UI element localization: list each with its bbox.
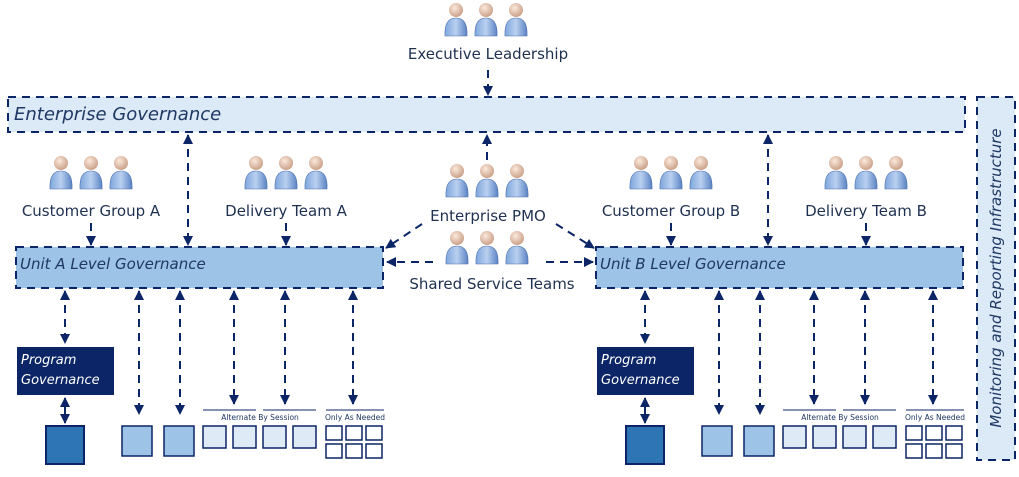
person-icon [689,155,713,190]
as-needed-square [365,425,383,441]
as-needed-square [945,425,963,441]
program-governance-box [17,347,114,395]
person-icon [244,155,268,190]
person-icon [629,155,653,190]
as-needed-square [345,443,363,459]
person-icon [445,163,469,198]
person-icon [49,155,73,190]
delivery-team-people-icon [824,155,908,190]
as-needed-square [925,443,943,459]
unit-governance-label: Unit A Level Governance [20,255,206,273]
program-governance-box [597,347,694,395]
project-square-dark [45,425,85,465]
project-square [121,425,153,457]
executive-leadership-label: Executive Leadership [408,45,568,63]
as-needed-square [325,443,343,459]
session-square [232,425,257,449]
person-icon [274,155,298,190]
person-icon [659,155,683,190]
customer-group-label: Customer Group A [22,202,161,220]
person-icon [109,155,133,190]
session-square [292,425,317,449]
session-square [842,425,867,449]
alternate-by-session-label: Alternate By Session [801,413,879,422]
program-governance-label-2: Governance [21,373,100,388]
as-needed-square [365,443,383,459]
enterprise-governance-box [7,96,966,133]
monitoring-box [976,96,1016,461]
project-square [743,425,775,457]
only-as-needed-label: Only As Needed [325,413,385,422]
person-icon [824,155,848,190]
session-square [202,425,227,449]
unit-a: Customer Group A Delivery Team A Unit A Le… [15,134,385,465]
delivery-team-label: Delivery Team A [225,202,347,220]
project-square [163,425,195,457]
person-icon [884,155,908,190]
as-needed-square [925,425,943,441]
as-needed-square [345,425,363,441]
unit-governance-label: Unit B Level Governance [600,255,786,273]
session-square [262,425,287,449]
alternate-by-session-label: Alternate By Session [221,413,299,422]
person-icon [475,230,499,265]
program-governance-label-1: Program [21,353,76,368]
pmo-people-icon [445,163,529,198]
person-icon [475,163,499,198]
delivery-team-label: Delivery Team B [805,202,927,220]
session-square [872,425,897,449]
as-needed-square [945,443,963,459]
session-square [812,425,837,449]
unit-governance-box [15,246,384,289]
person-icon [474,2,498,37]
as-needed-square [905,425,923,441]
person-icon [504,2,528,37]
person-icon [854,155,878,190]
enterprise-governance-label: Enterprise Governance [14,104,221,125]
shared-people-icon [445,230,529,265]
arrow-pmo-to-unit-a [385,223,423,249]
person-icon [505,163,529,198]
person-icon [304,155,328,190]
customer-group-people-icon [49,155,133,190]
as-needed-square [325,425,343,441]
enterprise-pmo-label: Enterprise PMO [430,207,546,225]
person-icon [505,230,529,265]
person-icon [79,155,103,190]
monitoring-label: Monitoring and Reporting Infrastructure [987,128,1005,427]
arrow-pmo-to-unit-b [555,223,595,249]
only-as-needed-label: Only As Needed [905,413,965,422]
session-square [782,425,807,449]
person-icon [445,230,469,265]
person-icon [444,2,468,37]
executive-people-icon [444,2,528,37]
customer-group-label: Customer Group B [602,202,740,220]
as-needed-square [905,443,923,459]
unit-governance-box [595,246,964,289]
program-governance-label-2: Governance [601,373,680,388]
shared-service-teams-label: Shared Service Teams [409,275,574,293]
unit-b: Customer Group B Delivery Team B Unit B Le… [595,134,965,465]
project-square-dark [625,425,665,465]
project-square [701,425,733,457]
customer-group-people-icon [629,155,713,190]
delivery-team-people-icon [244,155,328,190]
program-governance-label-1: Program [601,353,656,368]
